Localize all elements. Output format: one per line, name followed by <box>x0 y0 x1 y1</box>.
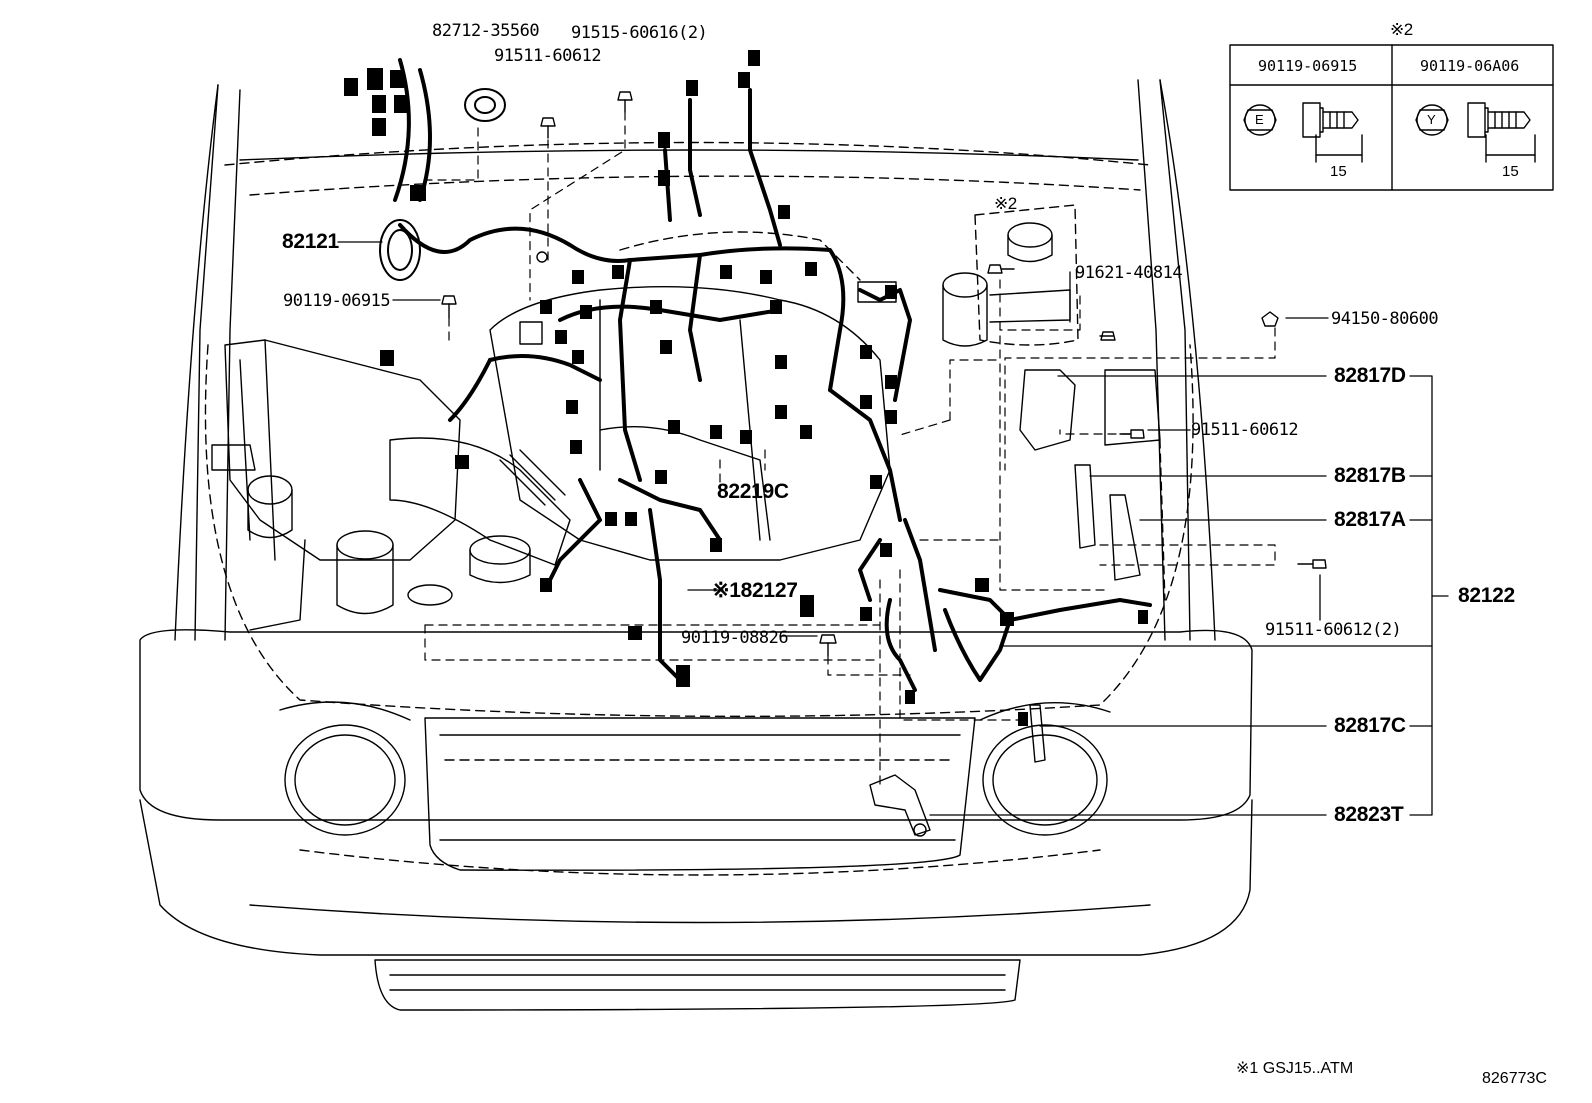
vehicle-body-outline <box>139 79 1253 1011</box>
part-label-82121: 82121 <box>282 230 339 253</box>
part-label-91511-60612-top: 91511-60612 <box>494 46 602 66</box>
legend-part-no-2: 90119-06A06 <box>1420 57 1520 75</box>
legend-head-mark-e: E <box>1255 112 1264 127</box>
legend-head-mark-y: Y <box>1427 112 1436 127</box>
part-label-82823t: 82823T <box>1334 803 1404 826</box>
part-label-82127: ※182127 <box>712 579 798 602</box>
part-label-90119-08826: 90119-08826 <box>681 628 789 648</box>
footnote: ※1 GSJ15..ATM <box>1236 1060 1354 1077</box>
legend-part-no-1: 90119-06915 <box>1258 57 1358 75</box>
bolt-icons <box>441 91 1327 657</box>
legend-dimension-1: 15 <box>1330 163 1347 180</box>
part-label-82219c: 82219C <box>717 480 789 503</box>
figure-id: 826773C <box>1482 1070 1547 1087</box>
part-label-91511-60612-2: 91511-60612(2) <box>1265 620 1402 640</box>
part-label-91511-60612-mid: 91511-60612 <box>1191 420 1299 440</box>
part-label-82712-35560: 82712-35560 <box>432 21 540 41</box>
part-label-90119-06915: 90119-06915 <box>283 291 391 311</box>
part-label-94150-80600: 94150-80600 <box>1331 309 1439 329</box>
connectors <box>344 50 1148 726</box>
part-label-82817c: 82817C <box>1334 714 1406 737</box>
part-label-82817d: 82817D <box>1334 364 1406 387</box>
part-label-82122: 82122 <box>1458 584 1515 607</box>
leader-lines <box>337 241 1449 816</box>
harness-grommet <box>379 88 506 281</box>
part-label-82817a: 82817A <box>1334 508 1406 531</box>
dashed-reference-lines <box>419 111 1276 791</box>
connector-outlines <box>519 281 897 345</box>
legend-table <box>1229 44 1554 191</box>
legend-marker: ※2 <box>1390 20 1413 39</box>
part-label-91621-40814: 91621-40814 <box>1075 263 1183 283</box>
part-label-82817b: 82817B <box>1334 464 1406 487</box>
part-label-91515-60616: 91515-60616(2) <box>571 23 708 43</box>
legend-dimension-2: 15 <box>1502 163 1519 180</box>
part-label-star-2: ※2 <box>994 194 1017 213</box>
